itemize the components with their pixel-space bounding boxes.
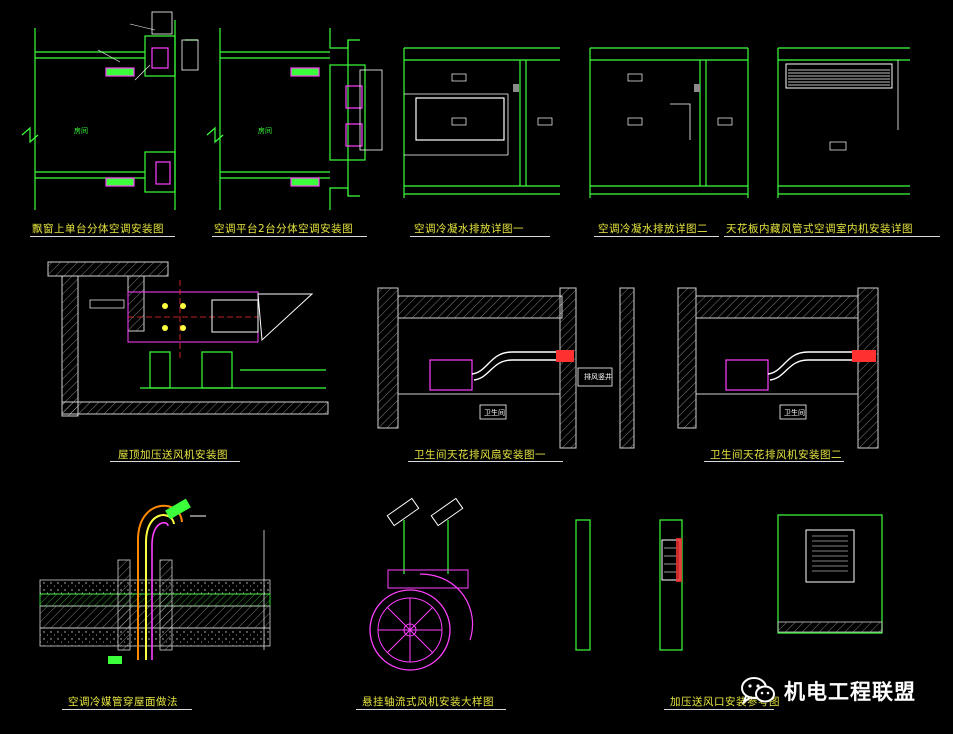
fan-marker-1 — [162, 303, 168, 309]
outdoor-unit-2 — [155, 161, 171, 185]
shaft-label: 排风竖井 — [584, 373, 612, 381]
caption-condensate-1: 空调冷凝水排放详图一 — [414, 223, 524, 235]
bath-label-1: 卫生间 — [484, 409, 505, 417]
indoor-unit-1 — [105, 67, 135, 77]
caption-ceiling-ducted-ac: 天花板内藏风管式空调室内机安装详图 — [726, 223, 913, 235]
caption-underline — [724, 236, 940, 237]
fan-marker-2 — [180, 303, 186, 309]
caption-supply-outlet: 加压送风口安装参考图 — [670, 696, 780, 708]
tag-box-5a — [829, 141, 847, 151]
caption-ac-platform: 空调平台2台分体空调安装图 — [214, 223, 354, 235]
caption-underline — [30, 236, 175, 237]
indoor-unit-2 — [105, 177, 135, 187]
caption-bay-window-ac: 飘窗上单台分体空调安装图 — [32, 223, 164, 235]
caption-roof-fan: 屋顶加压送风机安装图 — [118, 449, 228, 461]
caption-underline — [356, 709, 506, 710]
tag-box-3c — [537, 117, 553, 126]
drain-riser-4 — [694, 84, 700, 92]
caption-axial-fan: 悬挂轴流式风机安装大样图 — [362, 696, 494, 708]
fan-marker-3 — [162, 325, 168, 331]
drawing-ceiling-ducted-ac — [777, 47, 910, 198]
indoor-unit-4 — [290, 177, 320, 187]
tag-box-3a — [451, 73, 467, 82]
caption-bath-exhaust-1: 卫生间天花排风扇安装图一 — [414, 449, 546, 461]
caption-refrigerant-roof: 空调冷媒管穿屋面做法 — [68, 696, 178, 708]
caption-condensate-2: 空调冷凝水排放详图二 — [598, 223, 708, 235]
drawing-refrigerant-roof — [39, 498, 271, 664]
drawing-bay-window-ac — [21, 11, 199, 210]
drawing-condensate-2 — [589, 47, 749, 198]
caption-bath-exhaust-2: 卫生间天花排风机安装图二 — [710, 449, 842, 461]
frame-2 — [359, 69, 383, 151]
ducted-unit-grille — [788, 69, 890, 86]
tag-box-4b — [627, 117, 643, 126]
drawing-ac-platform — [206, 28, 366, 210]
watermark: 机电工程联盟 — [740, 676, 916, 706]
watermark-text: 机电工程联盟 — [784, 680, 916, 704]
outdoor-unit-4 — [345, 123, 363, 147]
caption-underline — [664, 709, 774, 710]
drawing-axial-fan — [369, 497, 474, 671]
tag-box-4a — [627, 73, 643, 82]
caption-underline — [408, 461, 563, 462]
drawing-bath-exhaust-1 — [377, 287, 635, 449]
room-label-1: 房间 — [74, 127, 88, 135]
ducted-unit-body — [785, 63, 893, 89]
drawing-roof-fan — [47, 261, 329, 417]
drain-riser-3 — [513, 84, 519, 92]
indoor-unit-3 — [290, 67, 320, 77]
room-label-2: 房间 — [258, 127, 272, 135]
tag-box-3b — [451, 117, 467, 126]
outdoor-unit-1 — [151, 47, 169, 69]
drawing-condensate-1 — [403, 47, 560, 198]
caption-underline — [62, 709, 192, 710]
bath-label-2: 卫生间 — [784, 409, 805, 417]
fan-marker-4 — [180, 325, 186, 331]
caption-underline — [410, 236, 550, 237]
caption-underline — [212, 236, 367, 237]
wechat-icon — [740, 676, 776, 706]
caption-underline — [704, 461, 844, 462]
drawing-supply-outlet — [575, 514, 883, 651]
leader-lines-1 — [97, 23, 156, 81]
outdoor-unit-3 — [345, 85, 363, 109]
caption-underline — [594, 236, 719, 237]
caption-underline — [110, 461, 240, 462]
roof-fan-tag — [89, 299, 125, 309]
tag-box-4c — [717, 117, 733, 126]
drawing-bath-exhaust-2 — [677, 287, 879, 449]
